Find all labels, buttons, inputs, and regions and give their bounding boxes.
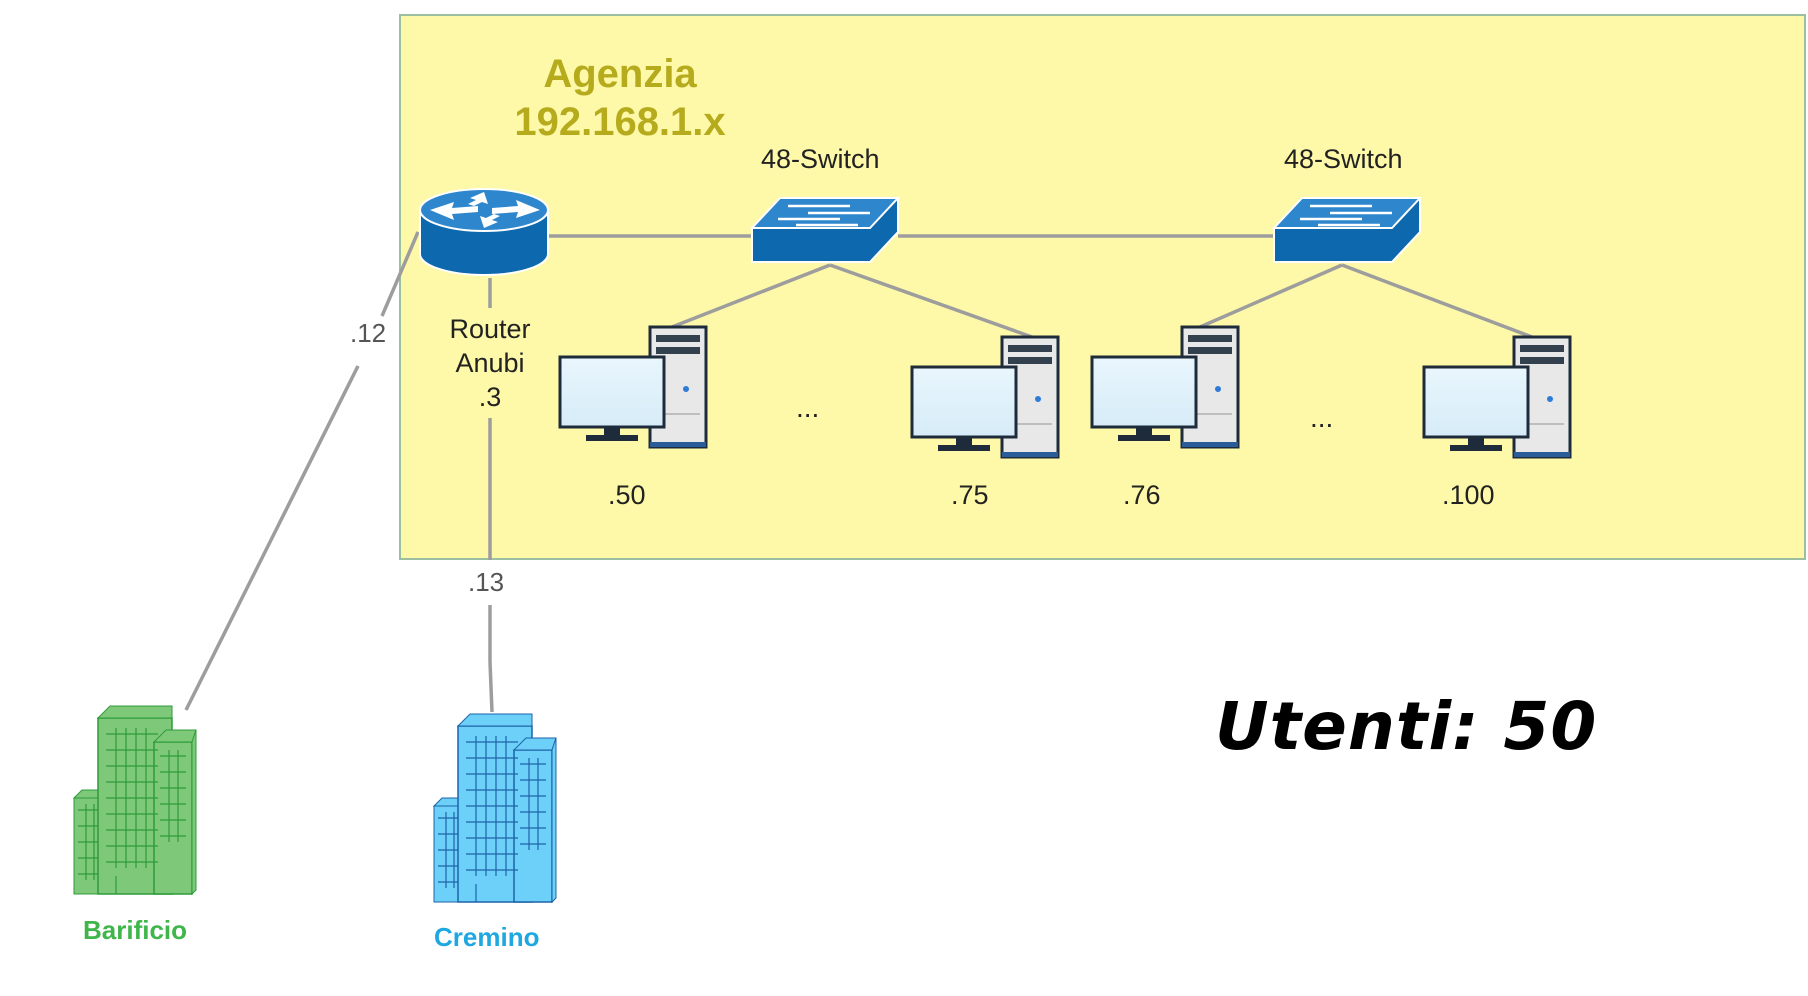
router-ip: .3 [478, 382, 502, 412]
zone-title: Agenzia 192.168.1.x [500, 50, 740, 146]
cremino-link-ip: .13 [468, 567, 505, 597]
switch-icon [1271, 197, 1423, 263]
switch2-pc76-link [1199, 263, 1343, 329]
router-barificio-link-b [184, 365, 360, 711]
router-icon [419, 188, 549, 276]
host-ip-50: .50 [608, 480, 646, 510]
ellipsis-2: ... [1310, 402, 1334, 433]
barificio-link-ip: .12 [350, 318, 387, 348]
host-ip-76: .76 [1123, 480, 1161, 510]
router-barificio-link-a [380, 231, 420, 317]
building-icon [434, 714, 556, 902]
switch2-pc100-link [1341, 263, 1533, 339]
site-barificio-label: Barificio [83, 915, 188, 945]
ellipsis-1: ... [796, 392, 820, 423]
site-cremino-label: Cremino [434, 922, 540, 952]
router-cremino-link-c [488, 661, 494, 713]
zone-name: Agenzia [543, 52, 697, 96]
router-name-line1: Router [449, 314, 531, 344]
agenzia-zone [399, 14, 1806, 560]
switch1-pc50-link [671, 263, 831, 329]
host-ip-75: .75 [951, 480, 989, 510]
router-label: Router Anubi .3 [440, 312, 540, 414]
switch1-pc75-link [829, 263, 1033, 339]
switch-2-label: 48-Switch [1284, 144, 1403, 174]
building-icon [74, 706, 196, 894]
users-count: Utenti: 50 [1215, 688, 1598, 765]
switch-icon [749, 197, 901, 263]
host-ip-100: .100 [1442, 480, 1495, 510]
router-name-line2: Anubi [455, 348, 525, 378]
switch-1-label: 48-Switch [761, 144, 880, 174]
zone-subnet: 192.168.1.x [514, 100, 726, 144]
network-links [184, 231, 1533, 713]
